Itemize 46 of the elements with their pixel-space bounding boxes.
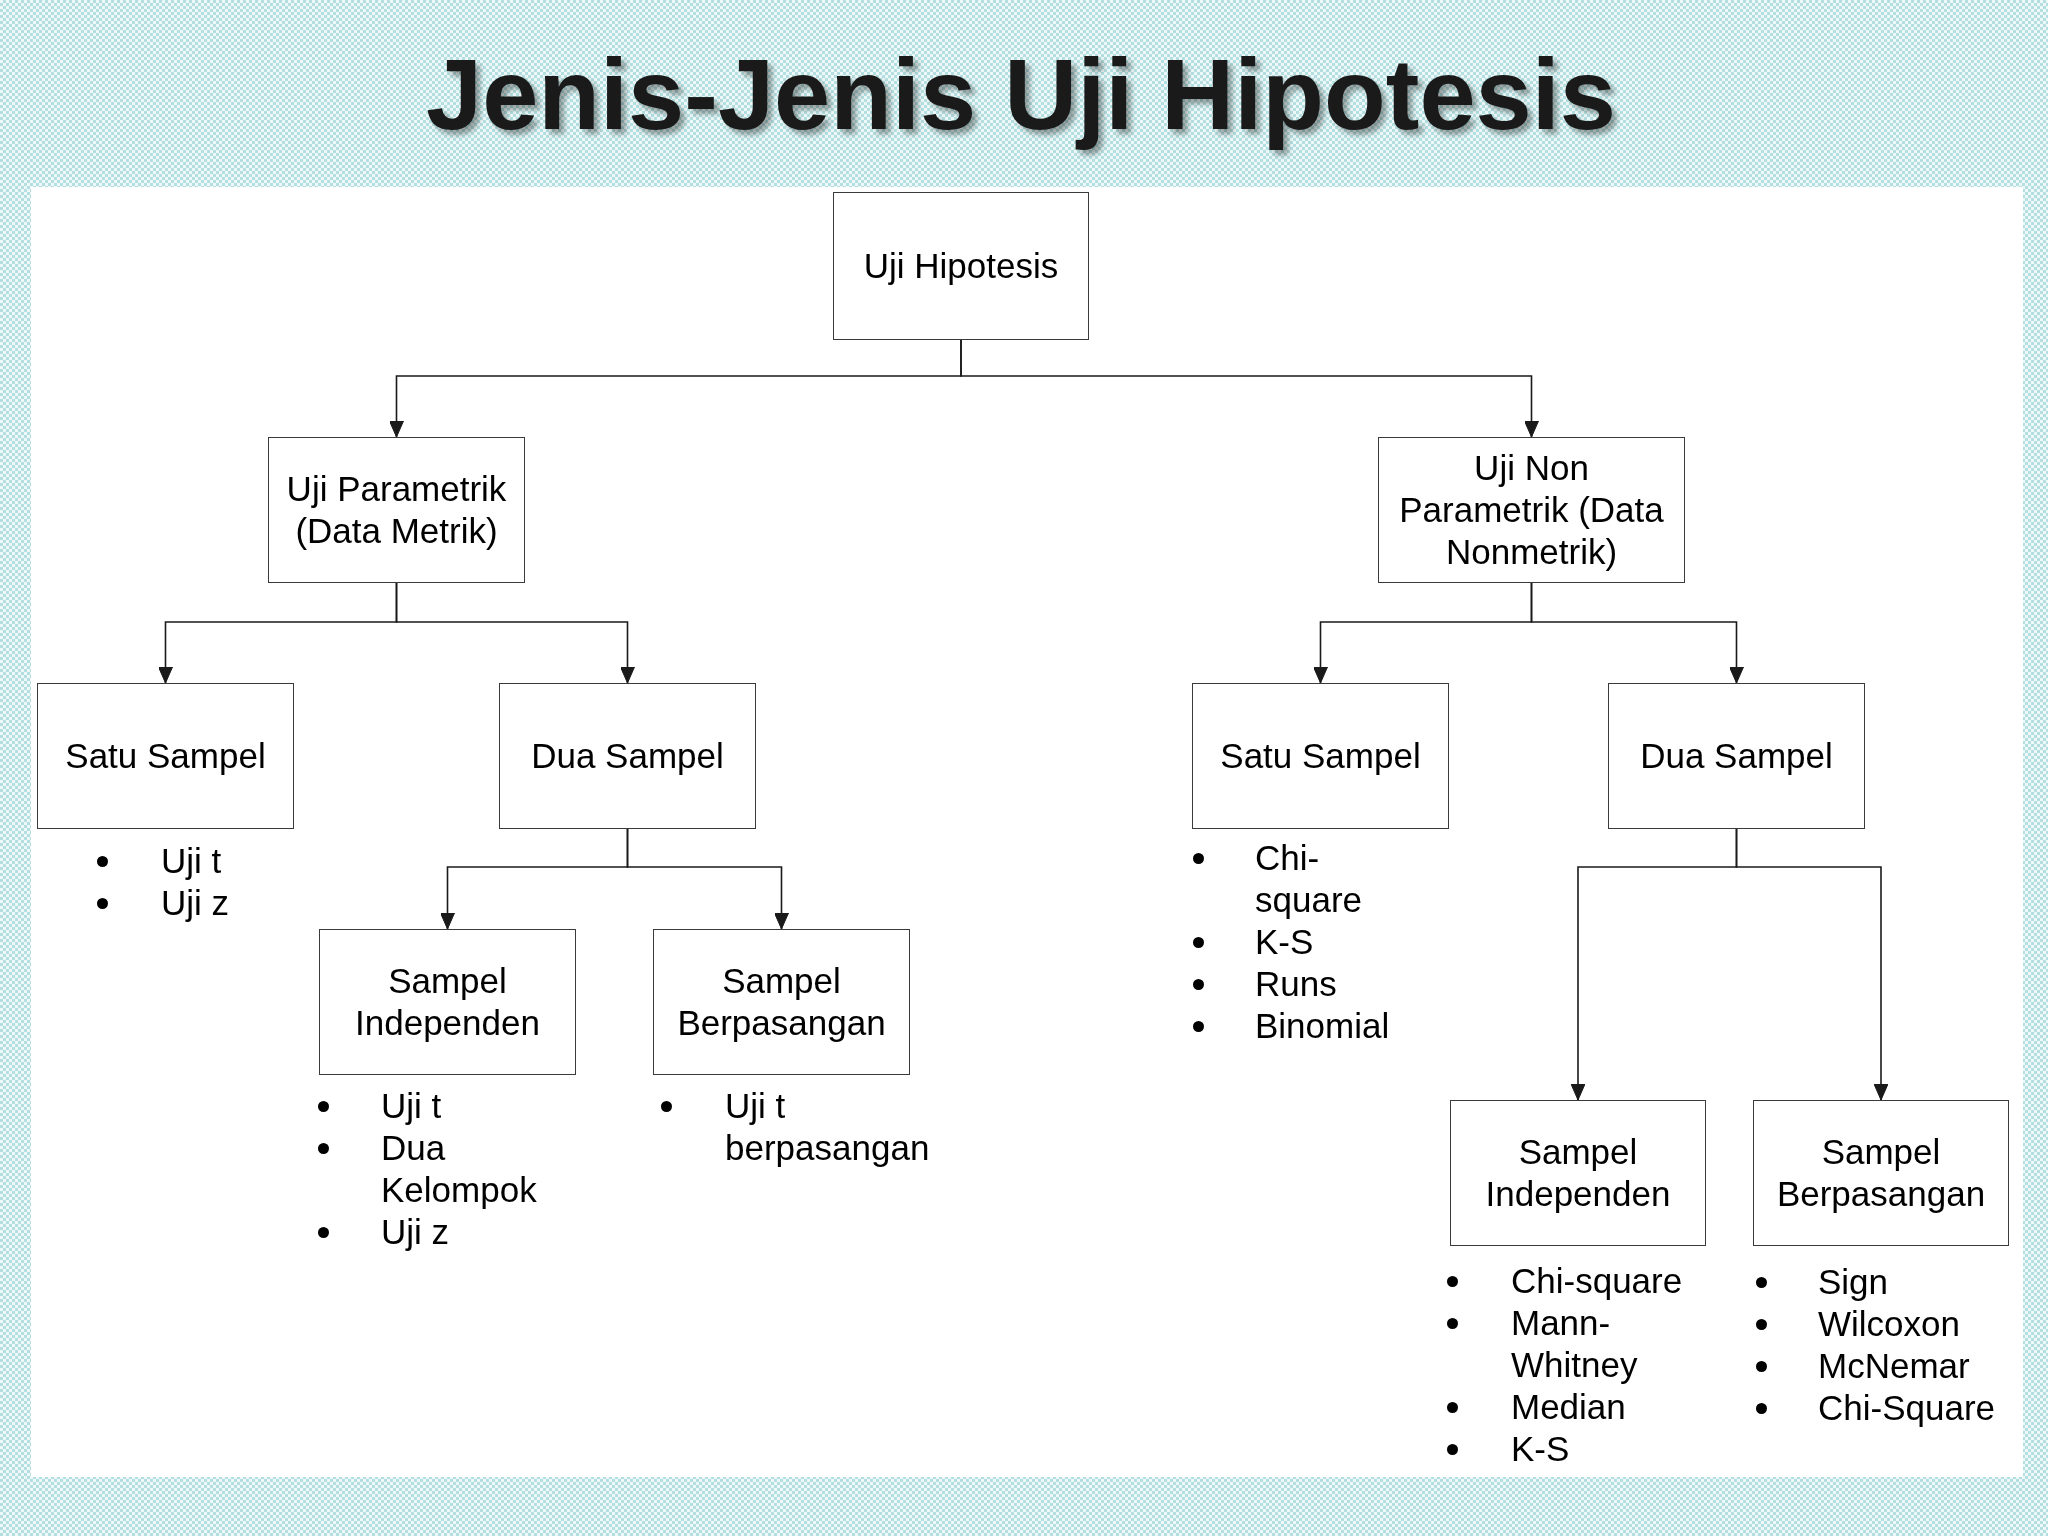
process-box <box>499 683 756 829</box>
node-label: Sampel Berpasangan <box>1775 1131 1987 1215</box>
list-item-text: Dua Kelompok <box>381 1127 538 1211</box>
list-item-text: Uji t <box>381 1085 443 1127</box>
node-label: Uji Hipotesis <box>863 245 1059 287</box>
node-label: Sampel Independen <box>1484 1131 1672 1215</box>
process-box <box>1450 1100 1706 1246</box>
process-box <box>268 437 525 583</box>
connector-arrow <box>395 582 635 684</box>
connector-arrow <box>1530 582 1744 684</box>
process-box <box>1753 1100 2009 1246</box>
list-item-text: Uji t <box>161 840 223 882</box>
node-label: Uji Non Parametrik (Data Nonmetrik) <box>1398 447 1665 573</box>
list-item-text: Median <box>1511 1386 1627 1428</box>
node-label: Satu Sampel <box>1220 735 1421 777</box>
process-box <box>319 929 576 1075</box>
list-item-text: Uji z <box>381 1211 451 1253</box>
process-box <box>1192 683 1449 829</box>
node-label: Dua Sampel <box>1640 735 1833 777</box>
list-item-text: Uji t berpasangan <box>725 1085 931 1169</box>
list-item-text: Wilcoxon <box>1818 1303 1961 1345</box>
list-item-text: Chi-Square <box>1818 1387 1997 1429</box>
node-label: Sampel Berpasangan <box>676 960 887 1044</box>
node-label: Sampel Independen <box>354 960 541 1044</box>
connector-arrow <box>960 339 1539 438</box>
list-item-text: Mann-Whitney <box>1511 1302 1639 1386</box>
list-item-text: McNemar <box>1818 1345 1971 1387</box>
list-item-text: Binomial <box>1255 1005 1391 1047</box>
list-item-text: Chi-square <box>1255 837 1364 921</box>
process-box <box>1378 437 1685 583</box>
list-item-text: Sign <box>1818 1261 1890 1303</box>
list-item-text: Runs <box>1255 963 1338 1005</box>
node-label: Dua Sampel <box>531 735 724 777</box>
process-box <box>1608 683 1865 829</box>
process-box <box>833 192 1089 340</box>
slide-title: Jenis-Jenis Uji Hipotesis <box>425 37 1617 152</box>
connector-arrow <box>1735 828 1889 1101</box>
node-label: Uji Parametrik (Data Metrik) <box>285 468 508 552</box>
process-box <box>37 683 294 829</box>
list-item-text: Uji z <box>161 882 231 924</box>
list-item-text: K-S <box>1255 921 1315 963</box>
node-label: Satu Sampel <box>65 735 266 777</box>
connector-arrow <box>626 828 789 930</box>
list-item-text: K-S <box>1511 1428 1571 1470</box>
list-item-text: Chi-square <box>1511 1260 1684 1302</box>
process-box <box>653 929 910 1075</box>
